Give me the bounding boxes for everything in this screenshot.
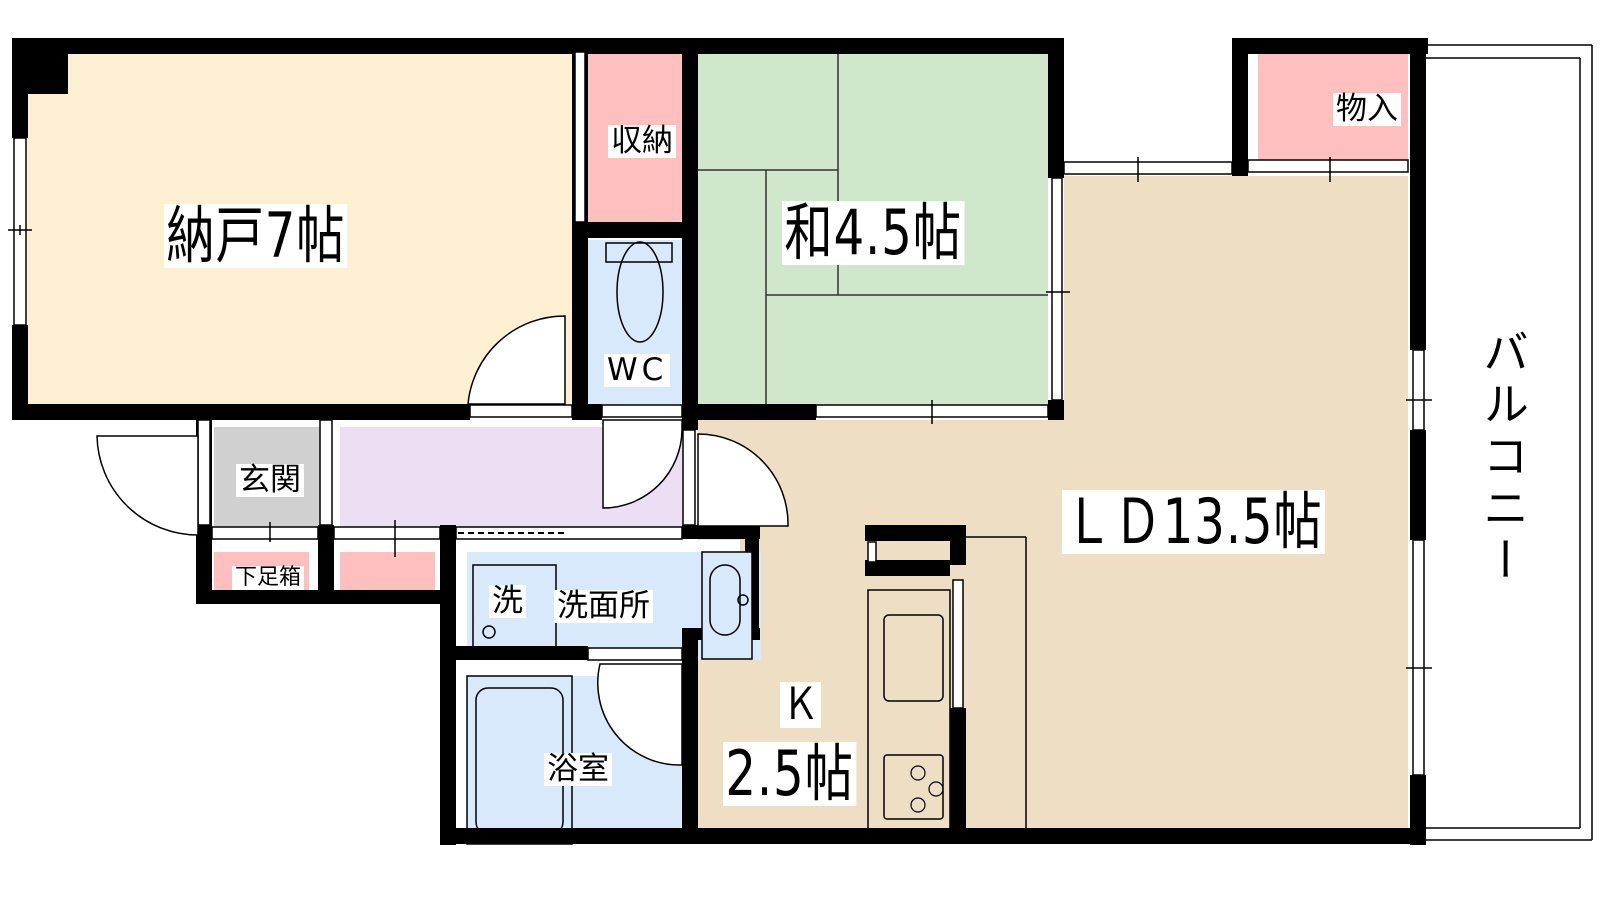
room-label-shuno: 収納 <box>608 125 676 158</box>
door-swings <box>96 315 789 766</box>
room-label-senmenjo: 洗面所 <box>554 590 653 623</box>
ldk-fill <box>698 176 1408 828</box>
room-label-k: Ｋ <box>780 682 821 728</box>
room-label-washitsu: 和4.5帖 <box>782 201 965 265</box>
room-label-nando: 納戸7帖 <box>164 204 348 268</box>
balcony <box>1426 44 1593 841</box>
room-label-ld: ＬＤ13.5帖 <box>1062 490 1325 554</box>
room-label-wc: WC <box>604 354 671 387</box>
washbasin-icon <box>701 551 753 660</box>
window-ticks <box>8 157 1432 669</box>
room-label-genkan: 玄関 <box>236 464 304 497</box>
room-label-getabako: 下足箱 <box>232 566 305 590</box>
stove-icon <box>910 765 944 813</box>
closet-small-fill <box>340 552 435 597</box>
toilet-icon <box>605 241 673 343</box>
tatami-lines <box>698 52 1048 408</box>
walls <box>12 38 1428 845</box>
room-label-balcony: バルコニー <box>1476 328 1530 588</box>
room-label-k-size: 2.5帖 <box>723 742 857 806</box>
windows <box>13 51 1425 776</box>
room-label-monoire: 物入 <box>1333 93 1401 126</box>
kitchen-counter <box>867 536 1027 839</box>
room-label-yokushitsu: 浴室 <box>544 753 612 786</box>
room-label-sentakuki: 洗 <box>489 585 526 618</box>
